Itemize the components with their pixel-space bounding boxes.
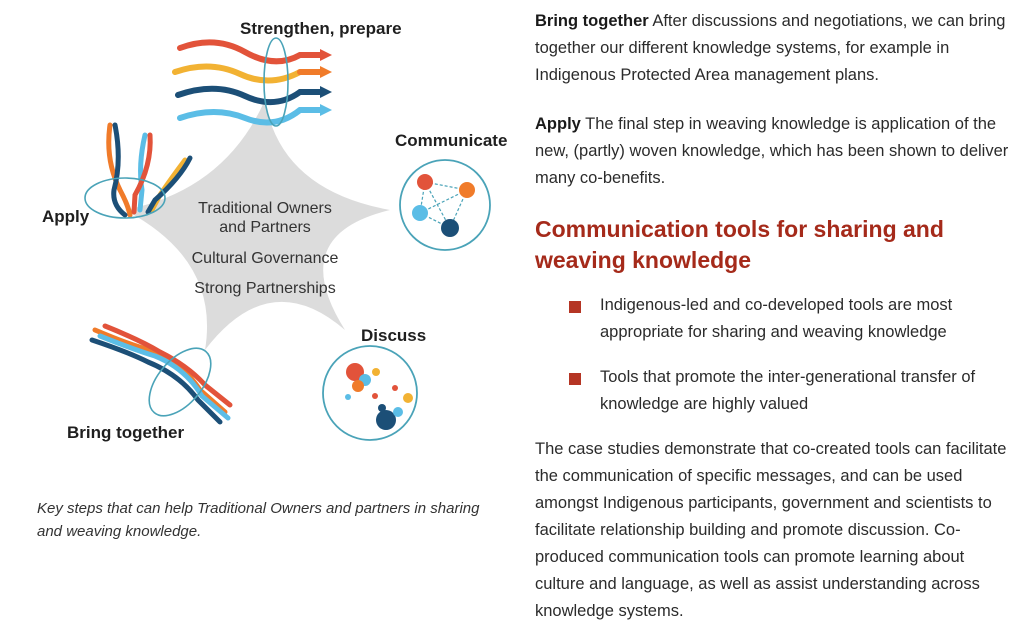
bring-together-ring: [148, 347, 212, 417]
bullet-text: Tools that promote the inter-generationa…: [600, 368, 976, 413]
strengthen-arrowheads: [320, 49, 332, 116]
bullet-square-icon: [569, 301, 581, 313]
bullet-item: Tools that promote the inter-generationa…: [535, 364, 1010, 418]
center-star: [125, 100, 390, 350]
label-apply: Apply: [42, 207, 90, 226]
term-bring-together: Bring together: [535, 12, 649, 30]
right-column: Bring together After discussions and neg…: [535, 8, 1010, 625]
diagram-graphic: [84, 37, 491, 441]
center-line-1: Traditional Owners: [198, 200, 332, 217]
apply-ring: [84, 177, 166, 219]
paragraph-apply: Apply The final step in weaving knowledg…: [535, 111, 1010, 192]
communicate-network: [399, 159, 491, 251]
center-line-2: and Partners: [219, 219, 311, 236]
bullet-square-icon: [569, 373, 581, 385]
bring-together-braid: [89, 323, 233, 425]
paragraph-closing: The case studies demonstrate that co-cre…: [535, 440, 1007, 620]
term-apply: Apply: [535, 115, 581, 133]
bullet-text: Indigenous-led and co-developed tools ar…: [600, 296, 953, 341]
bullet-list: Indigenous-led and co-developed tools ar…: [535, 292, 1010, 418]
label-strengthen: Strengthen, prepare: [240, 19, 402, 38]
text-apply: The final step in weaving knowledge is a…: [535, 115, 1009, 187]
label-discuss: Discuss: [361, 326, 427, 345]
strengthen-ribbons: [172, 39, 323, 126]
section-heading: Communication tools for sharing and weav…: [535, 216, 944, 273]
discuss-dots: [322, 345, 418, 441]
label-bring-together: Bring together: [67, 423, 185, 442]
center-line-4: Strong Partnerships: [194, 280, 336, 297]
weaving-knowledge-diagram: Strengthen, prepare Communicate Discuss …: [30, 0, 520, 470]
bullet-item: Indigenous-led and co-developed tools ar…: [535, 292, 1010, 346]
paragraph-bring-together: Bring together After discussions and neg…: [535, 8, 1010, 89]
figure-caption: Key steps that can help Traditional Owne…: [37, 500, 480, 540]
strengthen-ring: [263, 37, 289, 127]
center-line-3: Cultural Governance: [191, 250, 339, 267]
text-bring-together: After discussions and negotiations, we c…: [535, 12, 1006, 84]
label-communicate: Communicate: [395, 131, 508, 150]
center-label-owners: Traditional Owners and Partners: [190, 199, 340, 237]
apply-cords: [106, 122, 193, 218]
